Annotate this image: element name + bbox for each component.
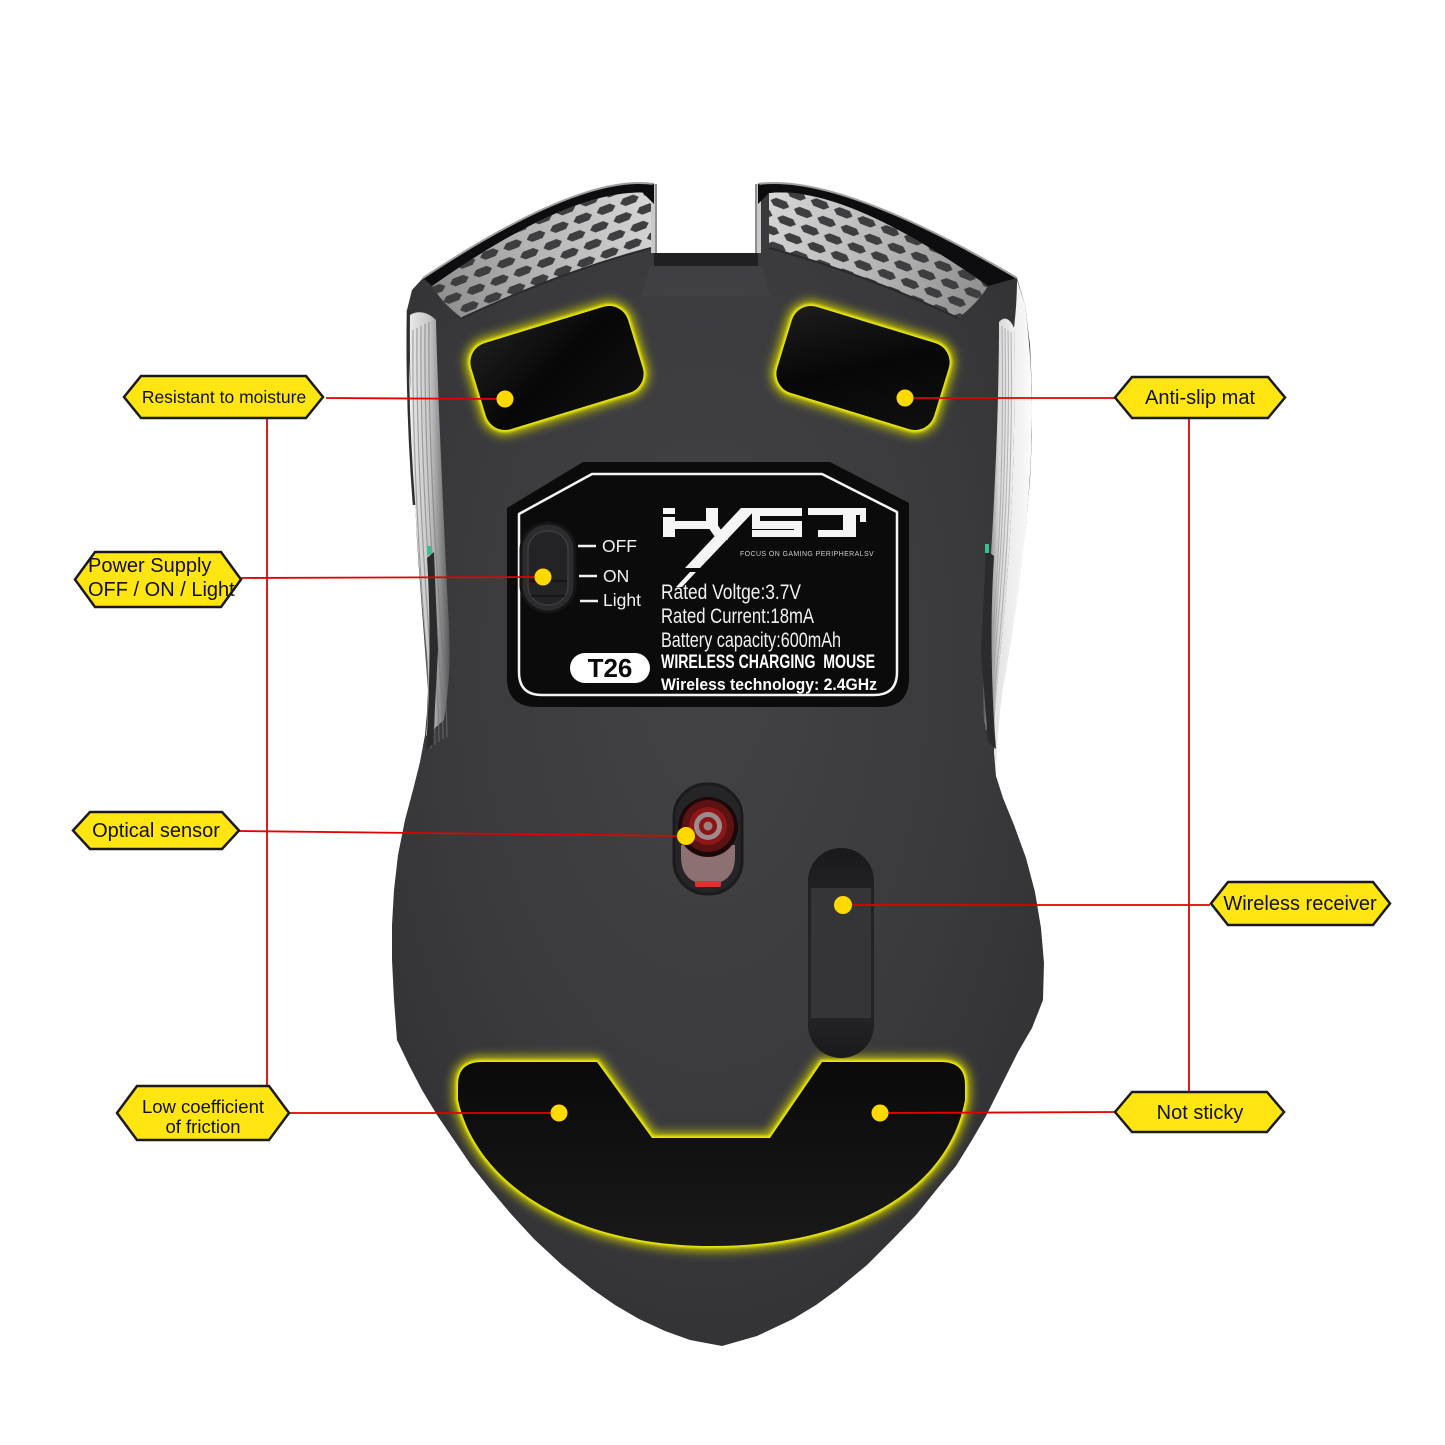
svg-text:Power Supply: Power Supply — [88, 555, 211, 577]
svg-text:Anti-slip mat: Anti-slip mat — [1145, 387, 1255, 409]
svg-text:Light: Light — [603, 590, 641, 610]
svg-text:Wireless receiver: Wireless receiver — [1223, 893, 1377, 915]
svg-text:Rated Voltge:3.7V: Rated Voltge:3.7V — [661, 581, 801, 604]
svg-text:T26: T26 — [588, 653, 633, 683]
svg-text:OFF / ON / Light: OFF / ON / Light — [88, 579, 235, 601]
svg-text:Rated Current:18mA: Rated Current:18mA — [661, 605, 814, 628]
svg-text:Battery capacity:600mAh: Battery capacity:600mAh — [661, 629, 841, 652]
svg-text:OFF: OFF — [602, 536, 637, 556]
svg-text:FOCUS ON GAMING PERIPHERALSV: FOCUS ON GAMING PERIPHERALSV — [740, 551, 874, 558]
svg-text:of friction: of friction — [165, 1116, 240, 1137]
svg-text:WIRELESS CHARGING MOUSE: WIRELESS CHARGING MOUSE — [661, 652, 875, 673]
svg-text:Not sticky: Not sticky — [1157, 1102, 1244, 1124]
svg-text:Optical sensor: Optical sensor — [92, 820, 220, 842]
svg-text:Wireless technology: 2.4GHz: Wireless technology: 2.4GHz — [661, 676, 877, 694]
svg-text:Low coefficient: Low coefficient — [142, 1096, 264, 1117]
svg-text:ON: ON — [603, 566, 629, 586]
svg-text:Resistant to moisture: Resistant to moisture — [142, 387, 306, 407]
